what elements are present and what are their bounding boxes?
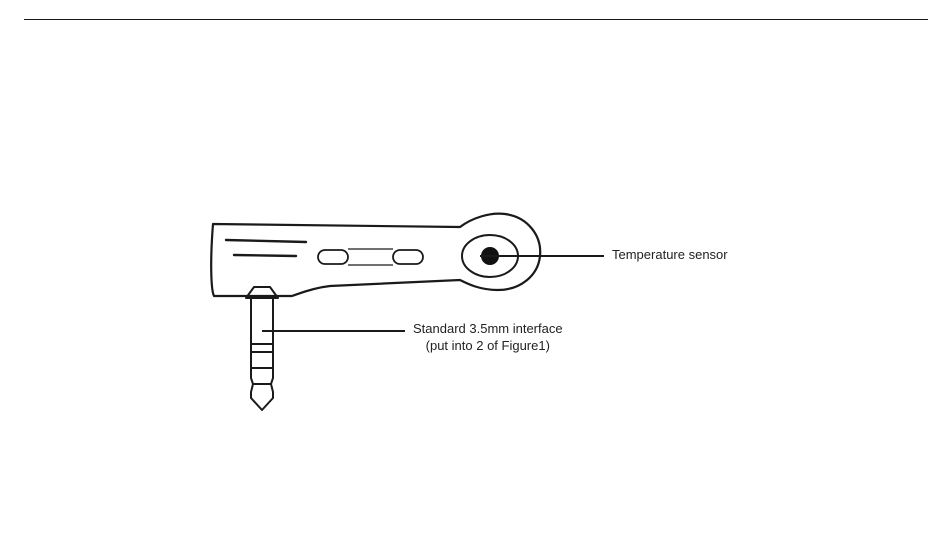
jack-interface-label-line1: Standard 3.5mm interface	[413, 320, 563, 337]
audio-jack-plug	[246, 287, 278, 410]
grip-lines	[226, 240, 306, 256]
temperature-sensor-label: Temperature sensor	[612, 246, 728, 263]
slot-right	[393, 250, 423, 264]
jack-sleeve	[251, 298, 273, 368]
body-slots	[318, 249, 423, 265]
grip-line-top	[226, 240, 306, 242]
jack-tip	[251, 368, 273, 410]
jack-interface-label-line2: (put into 2 of Figure1)	[413, 337, 563, 354]
jack-interface-label: Standard 3.5mm interface (put into 2 of …	[413, 320, 563, 354]
slot-left	[318, 250, 348, 264]
grip-line-bottom	[234, 255, 296, 256]
